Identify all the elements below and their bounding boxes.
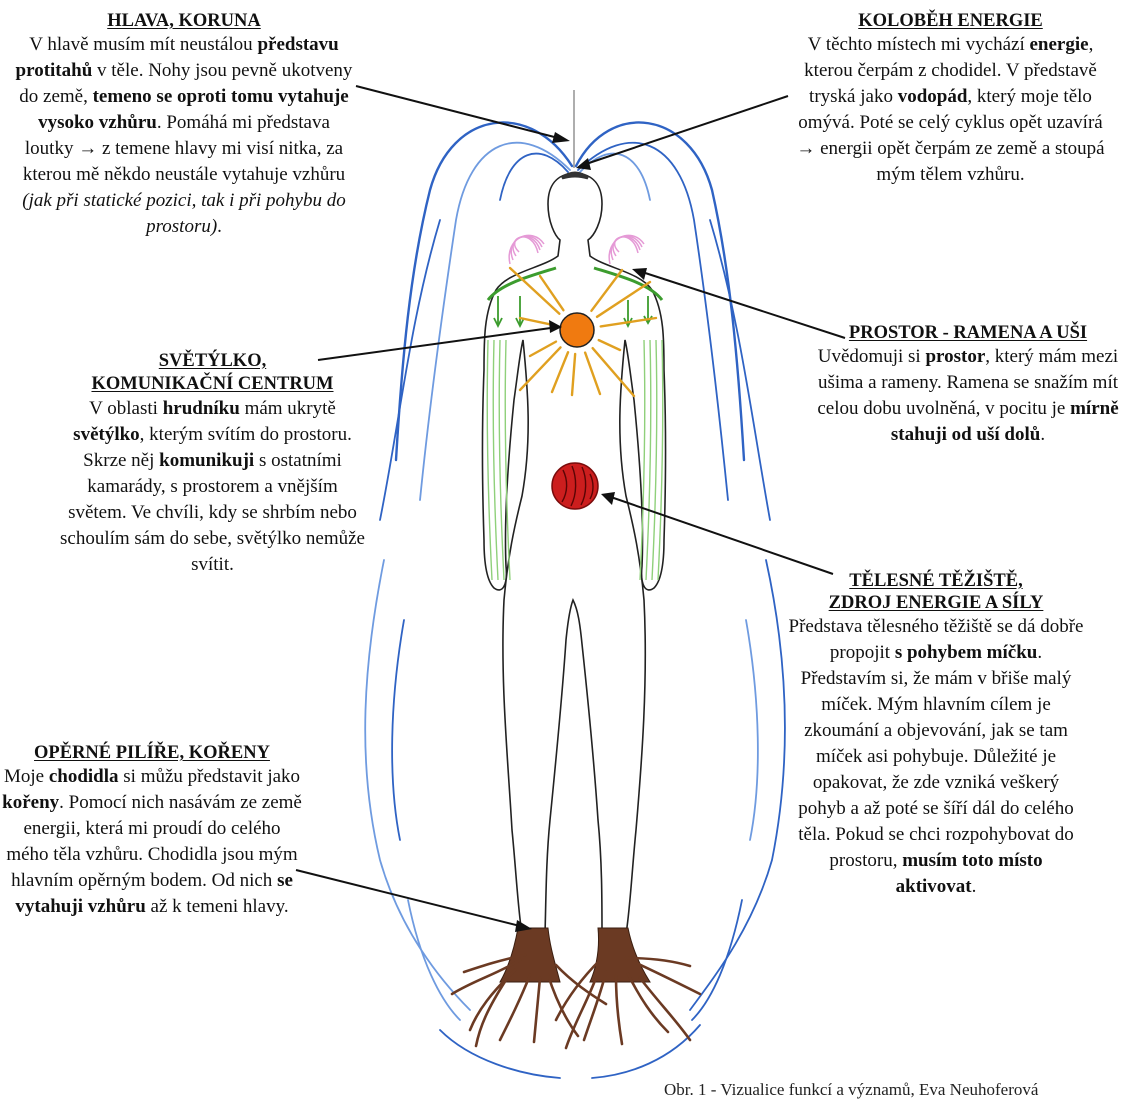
text-segment: hrudníku — [163, 398, 240, 419]
energie-text-block: KOLOBĚH ENERGIE V těchto místech mi vych… — [788, 10, 1113, 188]
water-stream — [690, 560, 785, 1010]
prostor-body: Uvědomuji si prostor, který mám mezi uši… — [812, 344, 1124, 448]
text-segment: vodopád — [898, 86, 968, 107]
arrow-energie — [580, 96, 788, 166]
teziste-body: Představa tělesného těžiště se dá dobře … — [788, 614, 1084, 900]
text-segment: kořeny — [2, 792, 59, 813]
text-segment: mám ukrytě — [240, 398, 336, 419]
text-segment: (jak při statické pozici, tak i při pohy… — [22, 190, 345, 237]
teziste-heading-line1: TĚLESNÉ TĚŽIŠTĚ, — [788, 570, 1084, 592]
teziste-text-block: TĚLESNÉ TĚŽIŠTĚ, ZDROJ ENERGIE A SÍLY Př… — [788, 570, 1084, 900]
water-stream — [392, 620, 404, 840]
koruna-text-block: HLAVA, KORUNA V hlavě musím mít neustálo… — [14, 10, 354, 240]
koruna-heading: HLAVA, KORUNA — [14, 10, 354, 32]
korene-text-block: OPĚRNÉ PILÍŘE, KOŘENY Moje chodidla si m… — [0, 742, 304, 920]
text-segment: . — [1040, 424, 1045, 445]
crown-mark — [562, 173, 588, 178]
korene-heading: OPĚRNÉ PILÍŘE, KOŘENY — [0, 742, 304, 764]
text-segment: světýlko — [73, 424, 140, 445]
root-strand — [616, 976, 622, 1044]
arrow-koruna — [356, 86, 566, 140]
svetylko-body: V oblasti hrudníku mám ukrytě světýlko, … — [60, 396, 365, 578]
text-segment: prostor — [925, 346, 985, 367]
text-segment: si můžu představit jako — [119, 766, 301, 787]
koruna-body: V hlavě musím mít neustálou představu pr… — [14, 32, 354, 240]
text-segment: Uvědomuji si — [818, 346, 926, 367]
teziste-heading-line2: ZDROJ ENERGIE A SÍLY — [788, 592, 1084, 614]
prostor-heading: PROSTOR - RAMENA A UŠI — [812, 322, 1124, 344]
right-foot-root — [590, 928, 650, 982]
water-stream — [408, 900, 460, 1020]
text-segment: musím toto místo aktivovat — [896, 850, 1043, 897]
text-segment: . — [217, 216, 222, 237]
prostor-text-block: PROSTOR - RAMENA A UŠI Uvědomuji si pros… — [812, 322, 1124, 448]
text-segment: energie — [1029, 34, 1088, 55]
figure-caption: Obr. 1 - Vizualice funkcí a významů, Eva… — [664, 1080, 1038, 1100]
water-stream — [692, 900, 742, 1020]
korene-body: Moje chodidla si můžu představit jako ko… — [0, 764, 304, 920]
text-segment: až k temeni hlavy. — [146, 896, 289, 917]
text-segment: V hlavě musím mít neustálou — [29, 34, 257, 55]
water-stream — [710, 220, 770, 520]
ear-space-cloud — [609, 235, 644, 264]
feet-roots — [452, 928, 700, 1048]
text-segment: komunikuji — [159, 450, 254, 471]
energie-heading: KOLOBĚH ENERGIE — [788, 10, 1113, 32]
arrow-koruna-head — [552, 132, 570, 143]
root-strand — [628, 974, 668, 1032]
energie-body: V těchto místech mi vychází energie, kte… — [788, 32, 1113, 188]
water-stream — [380, 220, 440, 520]
svetylko-heading-line1: SVĚTÝLKO, — [60, 350, 365, 373]
ear-space-cloud — [509, 235, 544, 264]
text-segment: Moje — [4, 766, 49, 787]
svetylko-heading-line2: KOMUNIKAČNÍ CENTRUM — [60, 373, 365, 396]
belly-ball — [552, 463, 598, 509]
text-segment: V oblasti — [89, 398, 163, 419]
body-outline — [483, 173, 666, 934]
text-segment: s pohybem míčku — [895, 642, 1038, 663]
water-stream — [365, 560, 470, 1010]
root-strand — [534, 978, 540, 1042]
text-segment: chodidla — [49, 766, 119, 787]
svetylko-text-block: SVĚTÝLKO, KOMUNIKAČNÍ CENTRUM V oblasti … — [60, 350, 365, 578]
text-segment: V těchto místech mi vychází — [808, 34, 1030, 55]
text-segment: . Představím si, že mám v břiše malý míč… — [798, 642, 1073, 871]
human-figure — [483, 90, 666, 934]
chest-light-orb — [560, 313, 594, 347]
text-segment: . — [972, 876, 977, 897]
water-stream — [746, 620, 758, 840]
